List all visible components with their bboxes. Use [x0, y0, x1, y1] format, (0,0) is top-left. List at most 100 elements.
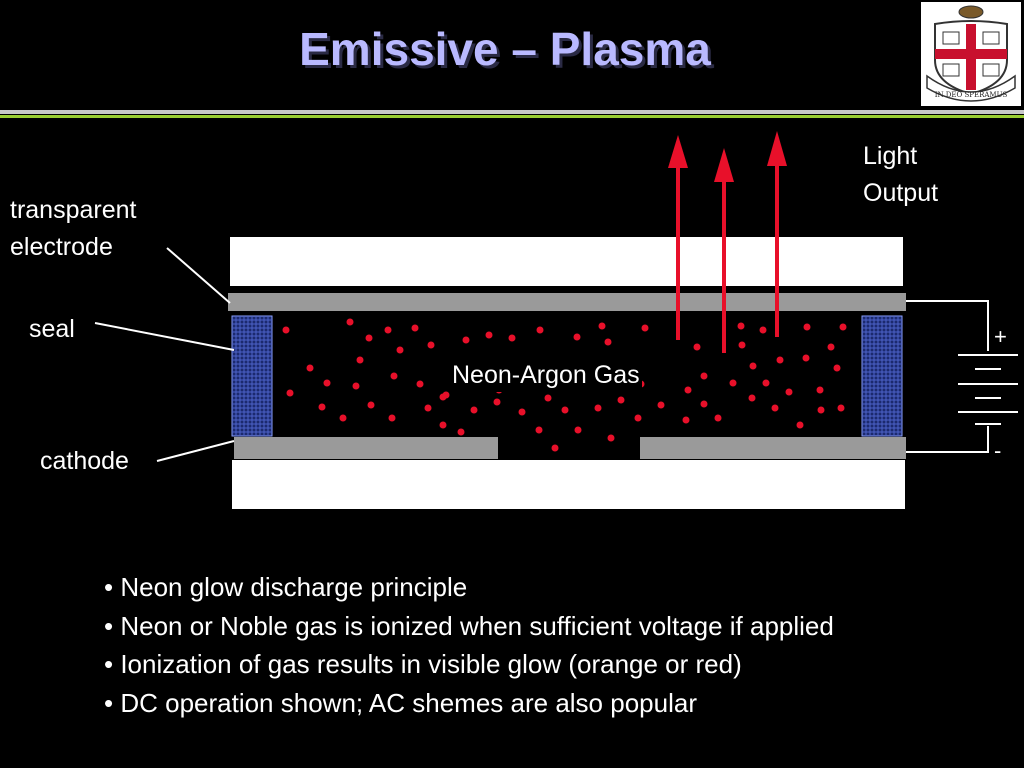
gas-particle: [657, 401, 665, 409]
gas-particle: [442, 391, 450, 399]
gas-particle: [282, 326, 290, 334]
gas-particle: [535, 426, 543, 434]
light-arrowhead-3: [767, 131, 787, 166]
transparent-electrode-label: transparent electrode: [10, 192, 136, 266]
gas-particle: [700, 372, 708, 380]
positive-terminal-label: +: [994, 324, 1007, 349]
bullet-list: • Neon glow discharge principle • Neon o…: [104, 568, 834, 722]
top-glass-plate: [230, 237, 903, 286]
gas-particle: [837, 404, 845, 412]
gas-particle: [388, 414, 396, 422]
transparent-electrode: [228, 293, 906, 311]
title-rule-gray: [0, 110, 1024, 114]
gas-particle: [693, 343, 701, 351]
light-arrowhead-1: [668, 135, 688, 168]
cathode-leader-line: [156, 440, 235, 462]
gas-particle: [598, 322, 606, 330]
gas-particle: [286, 389, 294, 397]
gas-particle: [470, 406, 478, 414]
gas-particle: [384, 326, 392, 334]
gas-particle: [356, 356, 364, 364]
gas-particle: [604, 338, 612, 346]
gas-particle: [390, 372, 398, 380]
gas-particle: [561, 406, 569, 414]
gas-particle: [634, 414, 642, 422]
bullet-item: • DC operation shown; AC shemes are also…: [104, 687, 697, 718]
bullet-item: • Neon or Noble gas is ionized when suff…: [104, 610, 834, 641]
gas-particle: [617, 396, 625, 404]
positive-wire: [906, 300, 989, 351]
gas-particle: [396, 346, 404, 354]
light-arrowhead-2: [714, 148, 734, 182]
gas-particle: [839, 323, 847, 331]
gas-particle: [457, 428, 465, 436]
university-crest-logo: IN DEO SPERAMUS: [921, 2, 1021, 106]
gas-particle: [339, 414, 347, 422]
gas-particle: [714, 414, 722, 422]
gas-particle: [607, 434, 615, 442]
gas-particle: [306, 364, 314, 372]
gas-particle: [748, 394, 756, 402]
gas-particle: [544, 394, 552, 402]
gas-particle: [802, 354, 810, 362]
light-output-label: Light Output: [863, 138, 938, 212]
gas-particle: [776, 356, 784, 364]
crest-motto: IN DEO SPERAMUS: [935, 91, 1008, 99]
transparent-electrode-label-line1: transparent: [10, 196, 137, 224]
gas-particle: [318, 403, 326, 411]
seal-label: seal: [29, 315, 75, 343]
slide-title: Emissive – Plasma: [299, 23, 711, 75]
gas-particle: [424, 404, 432, 412]
light-output-label-line1: Light: [863, 142, 918, 170]
seal-leader-line: [94, 322, 235, 351]
gas-particle: [536, 326, 544, 334]
gas-particle: [749, 362, 757, 370]
electrode-leader-line: [166, 247, 231, 304]
gas-particle: [594, 404, 602, 412]
gas-particle: [827, 343, 835, 351]
gas-particle: [365, 334, 373, 342]
gas-particle: [817, 406, 825, 414]
gas-particle: [771, 404, 779, 412]
gas-particle: [737, 322, 745, 330]
gas-particle: [323, 379, 331, 387]
title-rule-green: [0, 115, 1024, 118]
gas-particle: [574, 426, 582, 434]
gas-particle: [759, 326, 767, 334]
bottom-glass-plate: [232, 460, 905, 509]
gas-particle: [684, 386, 692, 394]
negative-terminal-label: -: [994, 438, 1002, 463]
gas-particle: [367, 401, 375, 409]
gas-particle: [462, 336, 470, 344]
negative-wire: [906, 426, 989, 453]
gas-particle: [700, 400, 708, 408]
gas-particle: [427, 341, 435, 349]
gas-particle: [551, 444, 559, 452]
battery-symbol: [906, 300, 1018, 453]
gas-particle: [641, 324, 649, 332]
gas-particle: [796, 421, 804, 429]
gas-particle: [573, 333, 581, 341]
gas-particle: [493, 398, 501, 406]
gas-particle: [762, 379, 770, 387]
gas-particle: [508, 334, 516, 342]
gas-particle: [682, 416, 690, 424]
gas-particle: [352, 382, 360, 390]
cathode-right: [640, 437, 906, 459]
transparent-electrode-label-line2: electrode: [10, 233, 113, 261]
gas-particles: [282, 318, 847, 452]
gas-particle: [518, 408, 526, 416]
bullet-item: • Ionization of gas results in visible g…: [104, 649, 742, 679]
gas-particle: [411, 324, 419, 332]
gas-label: Neon-Argon Gas: [450, 358, 642, 392]
gas-particle: [729, 379, 737, 387]
gas-particle: [485, 331, 493, 339]
light-output-label-line2: Output: [863, 179, 939, 207]
gas-particle: [738, 341, 746, 349]
gas-particle: [816, 386, 824, 394]
gas-particle: [416, 380, 424, 388]
bullet-item: • Neon glow discharge principle: [104, 572, 468, 602]
cathode-left: [234, 437, 498, 459]
gas-particle: [833, 364, 841, 372]
